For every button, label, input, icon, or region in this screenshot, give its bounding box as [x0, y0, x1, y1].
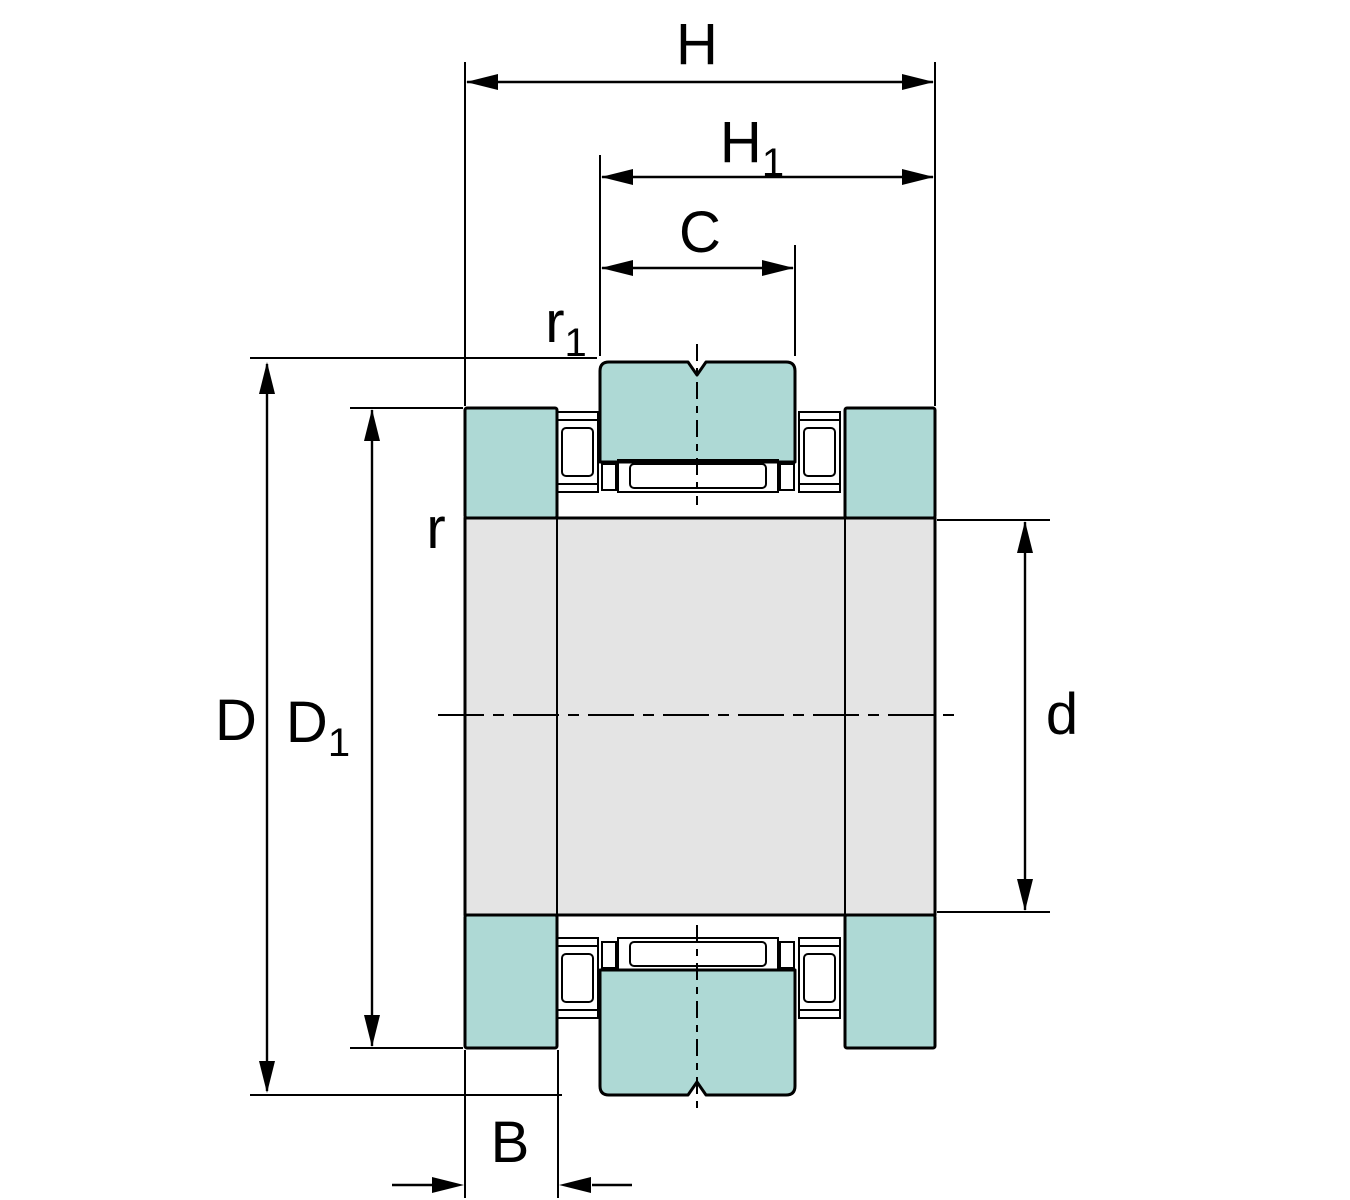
arrowhead-D-bottom: [259, 1061, 275, 1093]
dimension-lines: [259, 74, 1033, 1193]
arrowhead-C-right: [762, 260, 794, 276]
shaft-washer-bottom: [598, 968, 797, 1097]
arrowhead-d-bottom: [1017, 879, 1033, 911]
thrust-roller: [803, 953, 836, 1003]
arrowhead-H-left: [466, 74, 498, 90]
thrust-roller-bottom-left: [556, 937, 599, 1019]
outer-ring-bottom-right: [843, 913, 937, 1050]
outer-ring-bottom-left: [463, 913, 559, 1050]
thrust-roller: [561, 953, 594, 1003]
thrust-cage: [798, 411, 841, 493]
center-lines: [438, 344, 960, 1114]
arrowhead-B-left: [432, 1177, 464, 1193]
dimension-labels: H H1 C r1 r D D1 d B: [215, 12, 1078, 1175]
cage-end-top-right: [779, 463, 795, 491]
thrust-roller-bottom-right: [798, 937, 841, 1019]
inner-sleeve: [463, 516, 937, 917]
thrust-roller: [561, 427, 594, 477]
label-D: D: [215, 688, 257, 753]
thrust-roller-top-left: [556, 411, 599, 493]
arrowhead-d-top: [1017, 521, 1033, 553]
bearing-part: [463, 360, 937, 1097]
outer-ring-top-left: [463, 406, 559, 520]
label-C: C: [679, 200, 721, 265]
arrowhead-H1-right: [902, 169, 934, 185]
arrowhead-C-left: [601, 260, 633, 276]
arrowhead-D-top: [259, 362, 275, 394]
label-d: d: [1046, 682, 1078, 747]
label-D1: D1: [286, 690, 350, 765]
extension-lines: [250, 62, 1050, 1198]
arrowhead-D1-bottom: [364, 1015, 380, 1047]
label-H: H: [676, 12, 718, 77]
cage-end-bottom-right: [779, 941, 795, 969]
cage-end-bottom-left: [601, 941, 617, 969]
cage-end-top-left: [601, 463, 617, 491]
outer-ring-top-right: [843, 406, 937, 520]
thrust-cage: [798, 937, 841, 1019]
label-B: B: [491, 1110, 530, 1175]
thrust-roller-top-right: [798, 411, 841, 493]
thrust-cage: [556, 411, 599, 493]
arrowhead-H-right: [902, 74, 934, 90]
label-r: r: [426, 496, 445, 561]
label-r1: r1: [545, 290, 587, 365]
arrowhead-D1-top: [364, 409, 380, 441]
thrust-roller: [803, 427, 836, 477]
arrowhead-H1-left: [601, 169, 633, 185]
thrust-cage: [556, 937, 599, 1019]
arrowhead-B-right: [559, 1177, 591, 1193]
label-H1: H1: [720, 110, 784, 185]
